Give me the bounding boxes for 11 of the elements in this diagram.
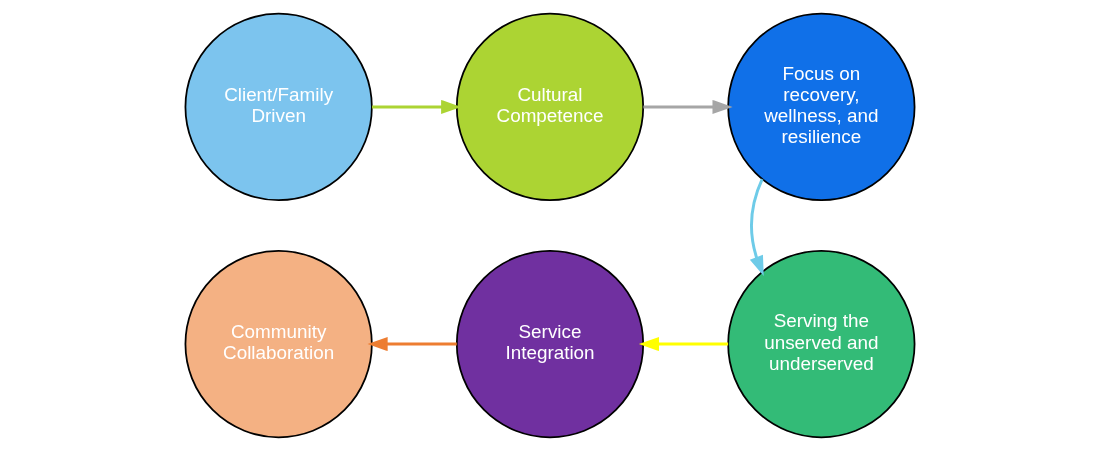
arrow <box>367 336 457 351</box>
arrow <box>638 336 728 351</box>
arrow <box>371 99 461 114</box>
node-circle: Focus on recovery, wellness, and resilience <box>726 12 915 201</box>
node-circle: Cultural Competence <box>455 12 644 201</box>
node-circle: Community Collaboration <box>184 249 373 438</box>
arrow <box>749 177 764 276</box>
arrow <box>642 99 733 114</box>
node-circle: Serving the unserved and underserved <box>726 249 915 438</box>
node-circle: Client/Family Driven <box>184 12 373 201</box>
node-circle: Service Integration <box>455 249 644 438</box>
